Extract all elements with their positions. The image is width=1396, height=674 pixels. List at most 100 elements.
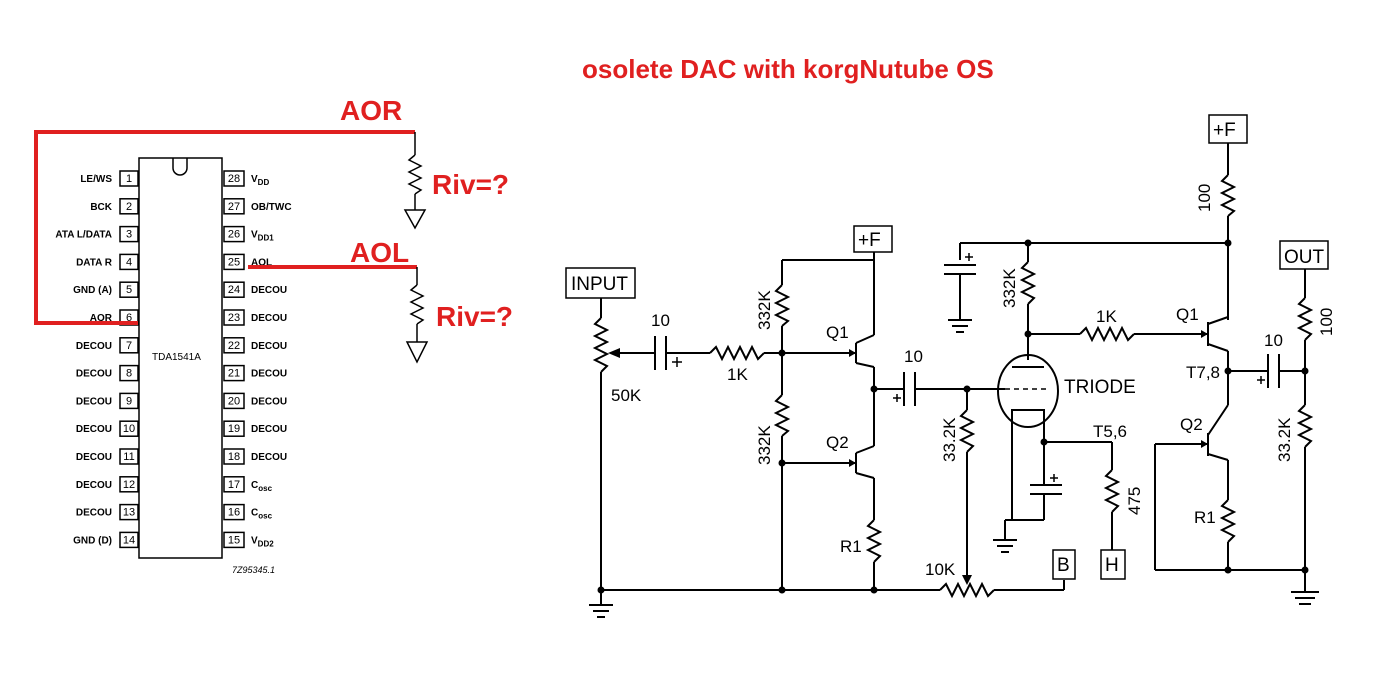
ic-pin-right: 16 Cosc [223, 503, 273, 521]
pin-number: 13 [123, 507, 135, 519]
ic-pin-right: 19 DECOU [223, 420, 287, 437]
ic-pin-right: 25 AOL [223, 253, 272, 271]
pin-number: 18 [228, 451, 240, 463]
pin-label: DECOU [76, 341, 112, 352]
pin-number: 17 [228, 479, 240, 491]
ic-name: TDA1541A [152, 352, 201, 363]
ic-pin-left: 2 BCK [90, 198, 139, 215]
aol-label: AOL [350, 237, 409, 268]
pin-number: 16 [228, 507, 240, 519]
pin-number: 19 [228, 423, 240, 435]
pin-label: DECOU [76, 424, 112, 435]
pin-number: 7 [126, 340, 132, 352]
pin-label: VDD1 [251, 230, 274, 243]
pin-number: 2 [126, 201, 132, 213]
pin-label: DATA R [76, 257, 113, 268]
ground-bus [589, 580, 1065, 618]
aor-wire [34, 130, 415, 325]
r-475-label: 475 [1125, 487, 1144, 515]
page-title: osolete DAC with korgNutube OS [582, 54, 994, 84]
pin-label: AOR [90, 313, 113, 324]
label-b: B [1057, 555, 1070, 576]
out-label: OUT [1284, 247, 1325, 268]
pin-label: Cosc [251, 508, 273, 521]
pin-number: 21 [228, 368, 240, 380]
pin-label: DECOU [251, 396, 287, 407]
r-1k-b [1028, 325, 1208, 343]
r-100-out [1296, 269, 1314, 405]
pin-label: OB/TWC [251, 202, 292, 213]
triode-tube [997, 354, 1059, 520]
pin-label: AOL [251, 257, 272, 268]
r-332k-c [1019, 243, 1037, 360]
input-label: INPUT [571, 274, 628, 295]
r-332k-a [773, 260, 791, 395]
pin-label: DECOU [76, 369, 112, 380]
r-332k-c-label: 332K [1000, 268, 1019, 308]
r-33k-a-label: 33.2K [940, 417, 959, 462]
r-1k-in [709, 344, 782, 362]
t56-label: T5,6 [1093, 422, 1127, 441]
riv-top-resistor [403, 132, 427, 230]
q1-b-label: Q1 [1176, 305, 1199, 324]
pin-number: 22 [228, 340, 240, 352]
pin-number: 28 [228, 173, 240, 185]
r-332k-b-label: 332K [755, 425, 774, 465]
cap-out-label: 10 [1264, 331, 1283, 350]
pin-number: 9 [126, 395, 132, 407]
pin-number: 11 [123, 451, 134, 463]
r-1k-in-label: 1K [727, 365, 748, 384]
r1-b [1155, 499, 1305, 571]
ic-pin-left: 1LE/WS [80, 170, 139, 187]
pin-label: GND (D) [73, 535, 112, 546]
label-b-box [1052, 549, 1076, 580]
pin-label: ATA L/DATA [55, 230, 112, 241]
rail-top [944, 242, 1228, 333]
ic-pin-right: 26 VDD1 [223, 225, 274, 243]
pin-number: 25 [228, 256, 240, 268]
cathode-network [993, 441, 1121, 553]
ic-pin-left: 12 DECOU [76, 476, 139, 493]
r-33k-b-label: 33.2K [1275, 417, 1294, 462]
pin-number: 15 [228, 534, 240, 546]
pin-label: DECOU [76, 480, 112, 491]
r1-a [865, 478, 883, 590]
cap-mid [874, 372, 1005, 406]
q2-a-label: Q2 [826, 433, 849, 452]
triode-label: TRIODE [1064, 377, 1136, 398]
pin-number: 10 [123, 423, 135, 435]
pin-number: 23 [228, 312, 240, 324]
cap-in [654, 336, 710, 370]
ic-pin-left: 10 DECOU [76, 420, 139, 437]
pin-label: BCK [90, 202, 112, 213]
ic-pin-left: 11 DECOU [76, 448, 139, 465]
pin-number: 14 [123, 534, 135, 546]
pin-label: DECOU [251, 285, 287, 296]
riv-bottom-label: Riv=? [436, 301, 513, 332]
q2-b [1154, 404, 1229, 570]
q1-a [782, 260, 875, 368]
pin-number: 26 [228, 229, 240, 241]
pin-label: VDD [251, 174, 269, 187]
aor-label: AOR [340, 95, 402, 126]
pin-number: 12 [123, 479, 135, 491]
pin-label: DECOU [76, 452, 112, 463]
pin-number: 5 [126, 284, 132, 296]
pin-label: DECOU [251, 424, 287, 435]
pin-label: DECOU [251, 313, 287, 324]
label-h: H [1105, 555, 1119, 576]
r-100-top [1219, 143, 1237, 320]
pot-50k-label: 50K [611, 386, 642, 405]
cap-in-label: 10 [651, 311, 670, 330]
